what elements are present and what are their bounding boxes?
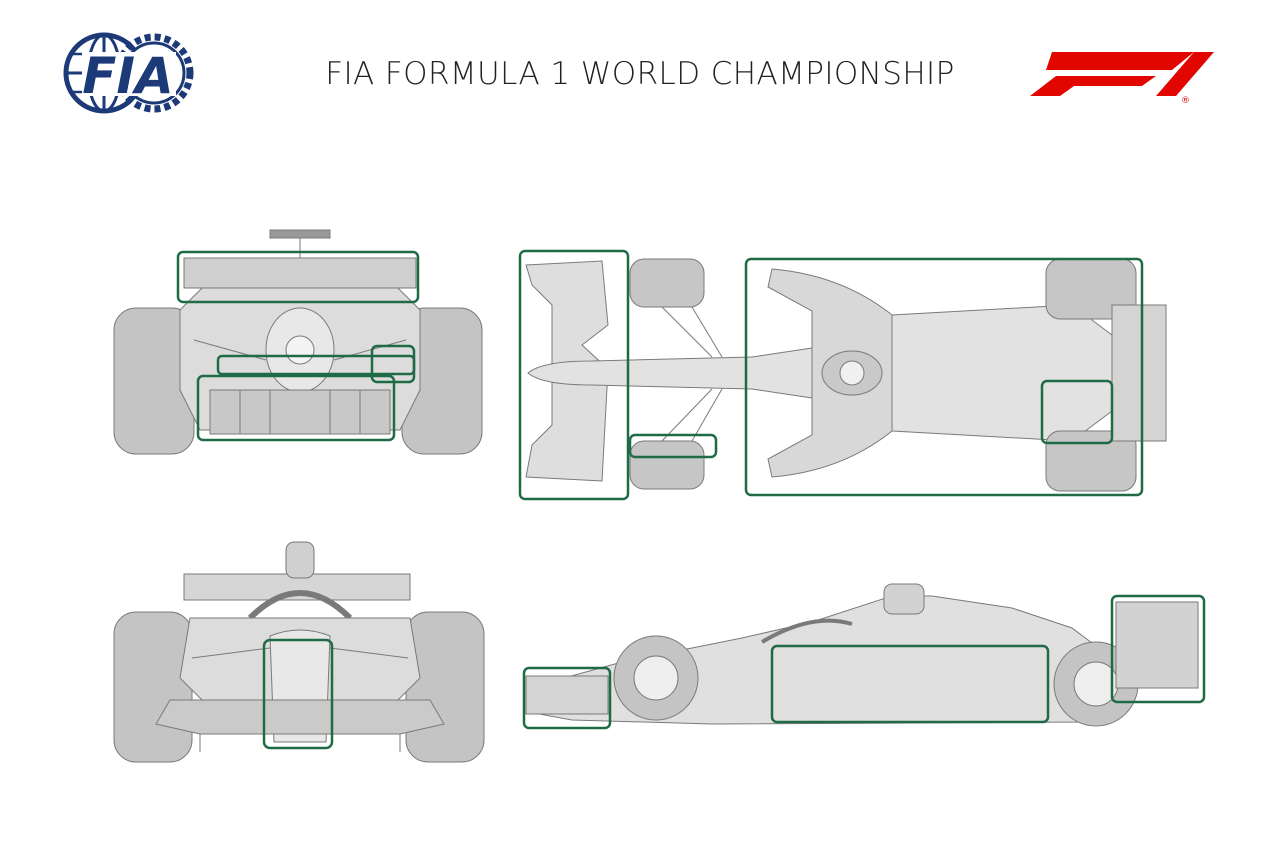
fia-logo: FIA <box>62 28 196 118</box>
rear-right-tire-top <box>1045 430 1137 492</box>
highlight-nose-cone <box>262 638 334 750</box>
highlight-front-suspension <box>628 433 718 459</box>
front-left-tire-front <box>113 611 193 763</box>
highlight-rear-brake-duct <box>1040 379 1114 445</box>
page-title: FIA FORMULA 1 WORLD CHAMPIONSHIP <box>325 56 955 92</box>
front-right-tire <box>629 440 705 490</box>
highlight-diffuser <box>196 374 396 442</box>
side-view <box>512 572 1212 752</box>
highlight-front-wing <box>518 249 630 501</box>
registered-mark: ® <box>1181 96 1190 104</box>
front-left-tire <box>629 258 705 308</box>
highlight-rear-wing <box>176 250 420 304</box>
highlight-front-wing-endplate <box>522 666 612 730</box>
front-view <box>100 528 500 768</box>
highlight-floor-sidepod <box>744 257 1144 497</box>
fia-logo-text: FIA <box>82 47 173 105</box>
f1-logo: ® <box>1026 48 1218 106</box>
top-view <box>512 245 1192 505</box>
highlight-rear-wing-endplate <box>1110 594 1206 704</box>
front-right-tire-front <box>405 611 485 763</box>
highlight-floor-body <box>770 644 1050 724</box>
rear-view <box>100 210 500 470</box>
